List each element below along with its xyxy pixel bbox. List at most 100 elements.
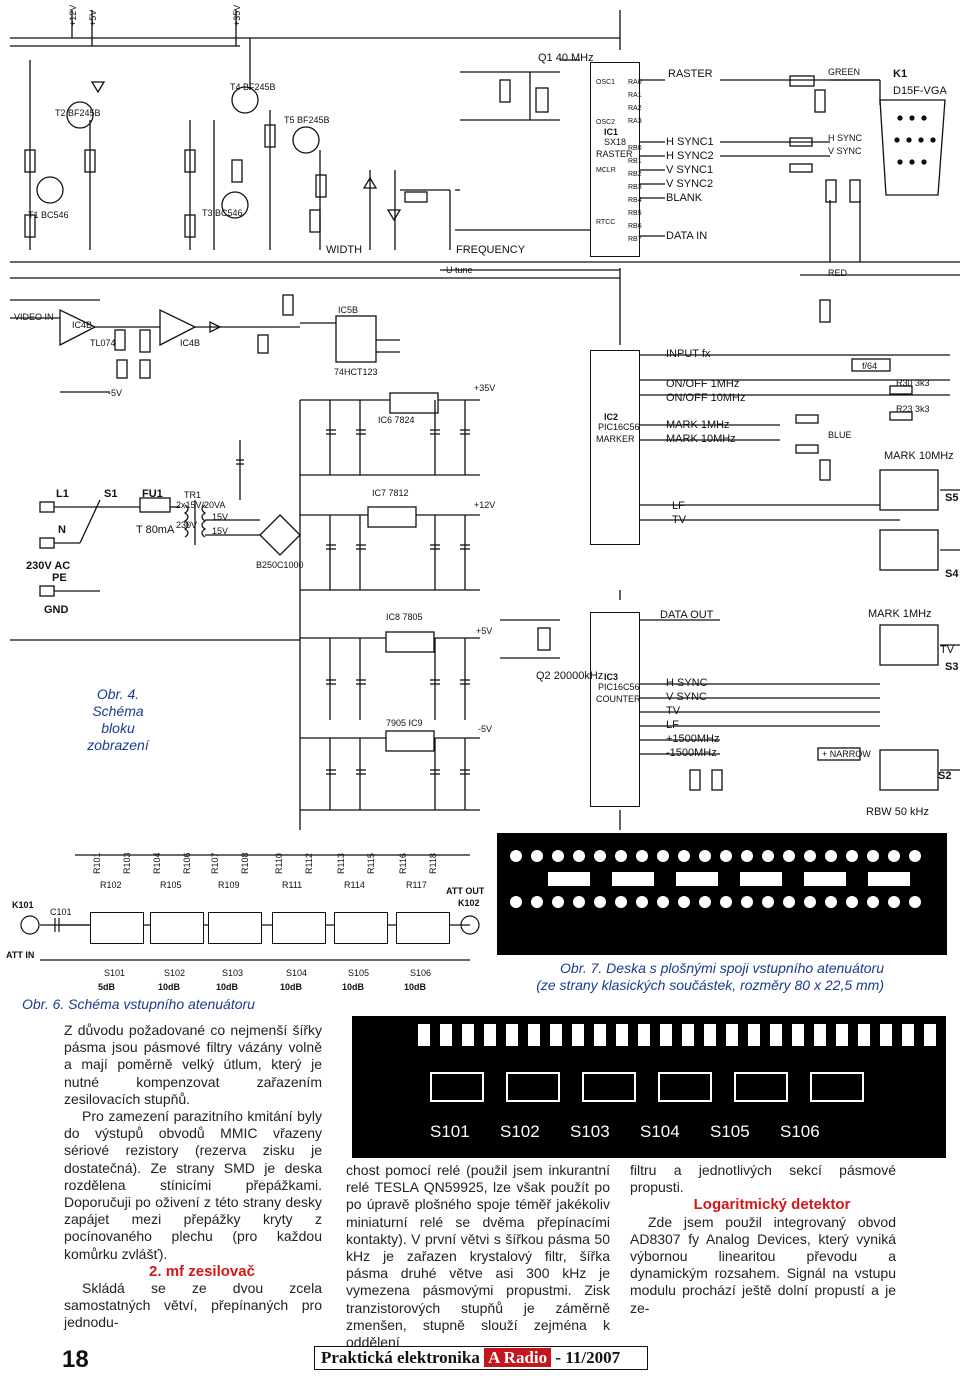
ic1-out-blank: BLANK	[666, 192, 703, 204]
ic2-out-lf: LF	[672, 500, 685, 512]
rail-plus35-reg: +35V	[474, 383, 496, 393]
ic1-pin-ra3: RA3	[628, 118, 642, 125]
ic3-out-plus1500: +1500MHz	[666, 733, 720, 745]
ic3-box	[590, 612, 640, 807]
transistor-t3: T3 BC546	[202, 208, 243, 218]
pcb-smd-resistor	[902, 1024, 914, 1046]
page-number: 18	[62, 1346, 89, 1373]
pcb-relay-footprint	[734, 1072, 788, 1102]
col3-para1: filtru a jednotlivých sekcí pásmové prop…	[630, 1162, 896, 1196]
ic2-out-input-fx: INPUT fx	[666, 348, 711, 360]
att-step-label: 10dB	[404, 982, 427, 992]
pcb-pad	[594, 896, 606, 908]
pcb-relay-footprint	[506, 1072, 560, 1102]
att-resistor-shunt: R115	[366, 853, 376, 874]
pcb-pad	[741, 850, 753, 862]
att-resistor-shunt: R112	[304, 853, 314, 874]
pcb-smd-resistor	[594, 1024, 606, 1046]
pcb-pad	[762, 850, 774, 862]
crystal-q1: Q1 40 MHz	[538, 52, 594, 64]
att-switch-label: S105	[348, 968, 370, 978]
att-resistor-shunt: R104	[152, 852, 162, 874]
ic2-out-mark1: MARK 1MHz	[666, 419, 730, 431]
pcb-smd-resistor	[792, 1024, 804, 1046]
switch-narrow-label: + NARROW	[822, 749, 871, 759]
switch-s5: S5	[945, 492, 959, 504]
col3-heading: Logaritmický detektor	[693, 1196, 851, 1214]
pcb-switch-footprint	[868, 872, 910, 886]
pcb-pad	[762, 896, 774, 908]
ic1-pin-rb3: RB3	[628, 184, 642, 191]
crystal-q2: Q2 20000kHz	[536, 670, 604, 682]
col1-para1: Z důvodu požadované co nejmenší šířky pá…	[64, 1022, 322, 1107]
pcb-pad	[510, 896, 522, 908]
pcb-smd-resistor	[506, 1024, 518, 1046]
ic3-out-hsync: H SYNC	[666, 677, 708, 689]
pcb-pad	[636, 850, 648, 862]
video-in-label: VIDEO IN	[14, 312, 54, 322]
pcb-pad	[699, 896, 711, 908]
pcb-pad	[783, 850, 795, 862]
pcb-pad	[699, 850, 711, 862]
pcb-pad	[594, 850, 606, 862]
vga-signal-vsync: V SYNC	[828, 146, 862, 156]
ic1-out-raster: RASTER	[668, 68, 713, 80]
reg-ic7: IC7 7812	[372, 488, 409, 498]
pcb-pad	[720, 896, 732, 908]
pcb-smd-resistor	[770, 1024, 782, 1046]
att-resistor-shunt: R101	[92, 852, 102, 874]
pcb-pad	[888, 850, 900, 862]
pcb-smd-resistor	[616, 1024, 628, 1046]
ic1-pin-rb5: RB5	[628, 210, 642, 217]
vga-connector-ref: K1	[893, 68, 908, 80]
pcb-switch-footprint	[612, 872, 654, 886]
pcb-pad	[573, 850, 585, 862]
pcb-pad	[804, 896, 816, 908]
ic5b: IC5B	[338, 305, 359, 315]
transistor-t4: T4 BF245B	[230, 82, 276, 92]
ic1-out-vsync2: V SYNC2	[666, 178, 714, 190]
pcb-smd-resistor	[660, 1024, 672, 1046]
ps-transformer-rating: 2x15V/20VA	[176, 500, 226, 510]
pcb-relay-footprint	[658, 1072, 712, 1102]
ps-primary: 230V	[176, 520, 198, 530]
ic1-pin-rtcc: RTCC	[596, 219, 616, 226]
reg-ic6: IC6 7824	[378, 415, 415, 425]
col1-heading: 2. mf zesilovač	[149, 1262, 255, 1280]
att-step-label: 5dB	[98, 982, 116, 992]
transistor-t5: T5 BF245B	[284, 115, 330, 125]
pcb-pad	[657, 896, 669, 908]
pcb-smd-resistor	[528, 1024, 540, 1046]
att-resistor-shunt: R106	[182, 852, 192, 874]
vga-connector-type: D15F-VGA	[893, 85, 947, 97]
pcb-pad	[615, 850, 627, 862]
att-connector-k101: K101	[12, 900, 34, 910]
ic4c: IC4B	[72, 320, 93, 330]
switch-s2: S2	[938, 770, 952, 782]
ic1-pin-ra0: RA0	[628, 79, 642, 86]
pcb-pad	[552, 850, 564, 862]
rail-plus12-reg: +12V	[474, 500, 496, 510]
pcb-smd-resistor	[836, 1024, 848, 1046]
ic1-pin-rb2: RB2	[628, 171, 642, 178]
ps-transformer: TR1	[184, 490, 202, 500]
pcb-pad	[909, 850, 921, 862]
col2-para1: chost pomocí relé (použil jsem inkurantn…	[346, 1162, 610, 1351]
ic1-pin-rb7: RB7	[628, 236, 642, 243]
att-switch-body	[90, 912, 144, 944]
att-resistor-shunt: R113	[336, 853, 346, 874]
att-in-label: ATT IN	[6, 950, 35, 960]
vga-signal-blue: BLUE	[828, 430, 852, 440]
pcb-switch-footprint	[804, 872, 846, 886]
switch-s4: S4	[945, 568, 959, 580]
ic1-box	[590, 62, 640, 257]
pcb-smd-resistor	[858, 1024, 870, 1046]
pcb-pad	[867, 850, 879, 862]
att-resistor-shunt: R107	[210, 852, 220, 874]
pcb-switch-label: S101	[430, 1122, 470, 1141]
pcb-pad	[615, 896, 627, 908]
pcb-pad	[804, 850, 816, 862]
ic3-out-lf: LF	[666, 719, 679, 731]
ic3-out-tv: TV	[666, 705, 681, 717]
pcb-pad	[888, 896, 900, 908]
